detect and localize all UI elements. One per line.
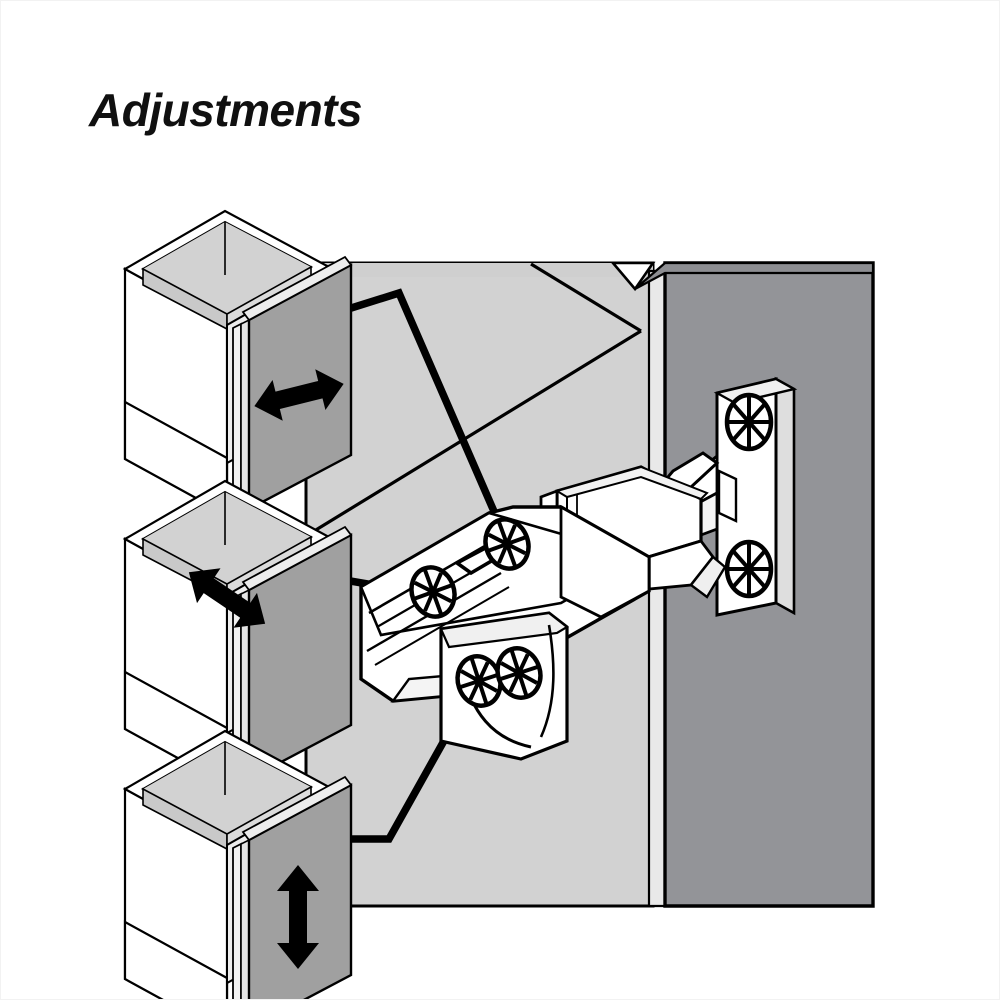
door-plate-screw-lower: [724, 539, 774, 599]
page-title: Adjustments: [89, 84, 363, 136]
height-adjustment-bracket: [439, 611, 569, 761]
cabinet-horizontal: [123, 209, 353, 519]
mounting-plate-depth-screw: [409, 565, 457, 619]
mounting-plate-side-screw: [483, 517, 531, 571]
mounting-plate: [359, 504, 651, 703]
panel-notch: [610, 261, 656, 292]
concealed-hinge-assembly: [359, 376, 798, 761]
cabinet-side-panel-top-bevel: [306, 263, 653, 277]
leader-line-top: [327, 288, 510, 541]
door-plate-screw-upper: [724, 392, 774, 452]
height-screw-right: [495, 646, 543, 700]
door-panel-top-bevel: [634, 261, 875, 290]
panel-fold-line-2: [305, 329, 642, 538]
panel-fold-line: [530, 262, 642, 333]
mounting-plate-height-screws: [455, 646, 543, 708]
